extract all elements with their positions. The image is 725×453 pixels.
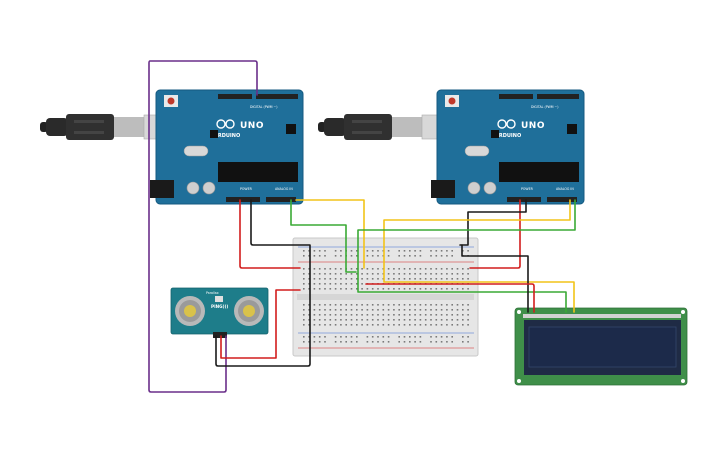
breadboard[interactable]: [292, 237, 479, 357]
reset-button[interactable]: [167, 97, 175, 105]
lcd-screen: [528, 326, 677, 368]
digital-header-a[interactable]: [499, 94, 533, 99]
power-label: POWER: [521, 187, 534, 191]
wire-red-lcd-vcc[interactable]: [365, 283, 535, 313]
atmega-chip: [499, 162, 579, 182]
arduino-uno-left[interactable]: DIGITAL (PWM ~) ARDUINO UNO POWER ANALOG…: [150, 89, 304, 205]
wire-yellow-right-a[interactable]: [383, 199, 575, 313]
model-label: UNO: [240, 121, 264, 131]
analog-label: ANALOG IN: [556, 187, 574, 191]
sensor-pin-header[interactable]: [213, 332, 227, 338]
breadboard-holes[interactable]: [303, 250, 469, 343]
usb-cable-left[interactable]: [40, 114, 167, 140]
digital-label: DIGITAL (PWM ~): [531, 105, 558, 109]
wire-purple[interactable]: [148, 60, 258, 393]
atmega-chip: [218, 162, 298, 182]
wire-green-right-a[interactable]: [357, 199, 576, 313]
digital-header-b[interactable]: [256, 94, 298, 99]
analog-header[interactable]: [547, 197, 577, 202]
power-header[interactable]: [226, 197, 260, 202]
lcd-display[interactable]: [514, 307, 688, 386]
power-header[interactable]: [507, 197, 541, 202]
wire-black-right-gnd[interactable]: [459, 199, 527, 246]
analog-header[interactable]: [266, 197, 296, 202]
digital-label: DIGITAL (PWM ~): [250, 105, 277, 109]
brand-label: ARDUINO: [214, 133, 240, 139]
power-label: POWER: [240, 187, 253, 191]
brand-label: ARDUINO: [495, 133, 521, 139]
digital-header-a[interactable]: [218, 94, 252, 99]
arduino-uno-right[interactable]: DIGITAL (PWM ~) ARDUINO UNO POWER ANALOG…: [431, 89, 585, 205]
wire-black-left-gnd[interactable]: [215, 199, 311, 367]
sensor-brand-label: Parallax: [206, 291, 219, 295]
model-label: UNO: [521, 121, 545, 131]
wire-red-sensor-vcc[interactable]: [220, 289, 301, 359]
reset-button[interactable]: [448, 97, 456, 105]
sensor-name-label: PING))): [211, 304, 228, 309]
ultrasonic-sensor[interactable]: PING))) Parallax: [170, 287, 269, 338]
wire-red-left-5v[interactable]: [239, 199, 301, 269]
digital-header-b[interactable]: [537, 94, 579, 99]
wire-red-right-5v[interactable]: [469, 199, 521, 269]
analog-label: ANALOG IN: [275, 187, 293, 191]
usb-cable-right[interactable]: [318, 114, 445, 140]
wire-green-left-a[interactable]: [290, 199, 357, 273]
wire-yellow-left-a[interactable]: [295, 199, 365, 269]
